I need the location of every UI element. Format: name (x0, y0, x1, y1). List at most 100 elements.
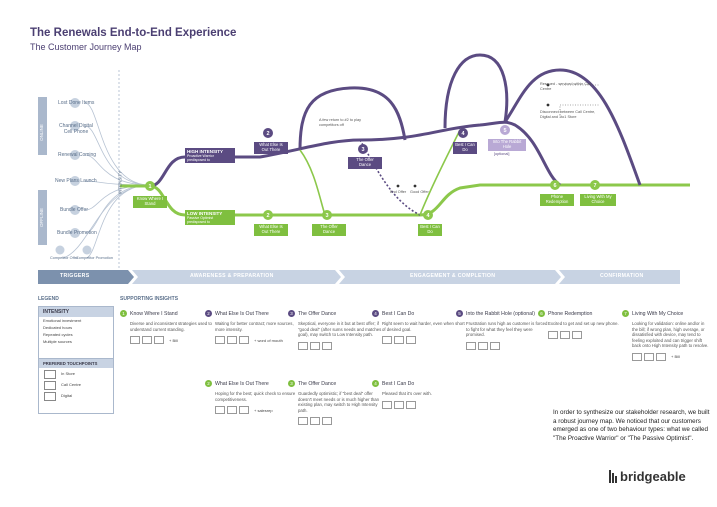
node-numbers: 1 2 2 3 3 4 4 5 6 7 (148, 128, 596, 219)
touchpoint-icon (406, 400, 416, 409)
crossover-low-to-high (419, 129, 461, 216)
touchpoint-icon (548, 330, 558, 339)
touchpoint-icon (310, 341, 320, 350)
legend-touchpoints-box: PREFERED TOUCHPOINTS In Store Call Centr… (38, 358, 114, 414)
crossover-high-to-low (359, 139, 421, 216)
node-2-high-circle (263, 128, 273, 138)
offline-side-label: OFFLINE (39, 207, 45, 228)
page-subtitle: The Customer Journey Map (30, 42, 142, 52)
trigger-label: Competitor Promotion (76, 256, 113, 260)
node-5-circle (500, 125, 510, 135)
offline-side-bar (38, 190, 47, 245)
node-5-label: Into The Rabbit Hole (488, 139, 526, 151)
insight-number-badge: 4 (372, 310, 379, 317)
insight-number-badge: 1 (120, 310, 127, 317)
legend-heading: LEGEND (38, 296, 59, 302)
legend-intensity-head: INTENSITY (39, 307, 113, 317)
phase-awareness: AWARENESS & PREPARATION (190, 273, 274, 279)
touchpoint-icons (466, 341, 550, 350)
online-side-label: ONLINE (38, 124, 44, 141)
svg-text:3: 3 (361, 147, 364, 153)
legend-item: Dedicated hours (43, 325, 73, 330)
insight-number-badge: 3 (288, 380, 295, 387)
trigger-label: New Plans Launch (55, 178, 97, 184)
trigger-icon (70, 176, 80, 186)
touchpoint-icons: + Bill (130, 336, 214, 345)
insight-title: The Offer Dance (298, 311, 337, 317)
touchpoint-icon (632, 352, 642, 361)
trigger-icon (70, 150, 80, 160)
node-2-high-label: What Else Is Out There (254, 142, 288, 154)
touchpoint-icon (490, 341, 500, 350)
node-3-high-label: The Offer Dance (348, 157, 382, 169)
insight-title: Phone Redemption (548, 311, 593, 317)
journey-map-diagram: 1 2 2 3 3 4 4 5 6 7 (38, 53, 690, 284)
touchpoint-icons (548, 330, 632, 339)
phase-bar (38, 270, 680, 284)
legend-touch-item: Call Centre (39, 379, 113, 390)
touchpoint-icon (382, 400, 392, 409)
rescued-annotation: Rescued - serviced within Call Centre (540, 82, 591, 91)
touchpoint-icon (406, 336, 416, 345)
insight-extra: + Bill (169, 337, 178, 343)
end-offer-dot (396, 184, 400, 188)
touchpoint-icon (215, 406, 225, 415)
insight-title: The Offer Dance (298, 381, 337, 387)
loop-annotation: A few return to #2 to play competitors o… (319, 118, 362, 127)
touchpoint-icon (322, 341, 332, 350)
insight-number-badge: 2 (205, 310, 212, 317)
touchpoint-icon (142, 336, 152, 345)
insight-number-badge: 4 (372, 380, 379, 387)
touchpoint-icon (656, 352, 666, 361)
phase-engagement: ENGAGEMENT & COMPLETION (410, 273, 496, 279)
svg-text:6: 6 (553, 183, 556, 189)
trigger-icon (70, 228, 80, 238)
insight-body: Hoping for the best; quick check to ensu… (215, 391, 296, 402)
trigger-label: Lost Done Items (58, 100, 95, 106)
touchpoint-icon (227, 336, 237, 345)
node-1-label: Know Where I Stand (133, 196, 167, 208)
good-offer-dot (413, 184, 417, 188)
insight-number-badge: 3 (288, 310, 295, 317)
svg-text:4: 4 (426, 213, 430, 219)
touchpoint-icons (298, 341, 382, 350)
trigger-icon (82, 245, 92, 255)
insight-number-badge: 6 (538, 310, 545, 317)
end-offer-label: End Offer (390, 190, 407, 194)
legend-touch-item: In Store (39, 368, 113, 379)
trigger-label: Channel Digital Cell Phone (59, 123, 93, 135)
touchpoint-icon (310, 417, 320, 426)
phase-triggers: TRIGGERS (60, 273, 90, 279)
touchpoint-icon (298, 341, 308, 350)
touchpoint-icon (130, 336, 140, 345)
touchpoint-icon (572, 330, 582, 339)
legend-intensity-box: INTENSITY Emotional investment Dedicated… (38, 306, 114, 360)
store-icon (44, 370, 56, 379)
phone-icon (44, 381, 56, 390)
insight-body: Looking for validation: online and/or in… (632, 321, 709, 349)
insight-extra: + word of mouth (254, 337, 283, 343)
legend-item: Repeated cycles (43, 332, 73, 337)
touchpoint-icons (298, 417, 382, 426)
touchpoint-icon (644, 352, 654, 361)
svg-text:2: 2 (266, 213, 269, 219)
insight-body: Waiting for better contract; more source… (215, 321, 294, 332)
touchpoint-icon (560, 330, 570, 339)
node-4-low-circle (423, 210, 433, 220)
crossover-low-branch (299, 149, 326, 216)
touchpoint-icon (215, 336, 225, 345)
insight-title: Best I Can Do (382, 381, 415, 387)
return-loop-track (298, 86, 407, 151)
touchpoint-icons (382, 400, 466, 409)
node-2-low-label: What Else Is Out There (254, 224, 288, 236)
